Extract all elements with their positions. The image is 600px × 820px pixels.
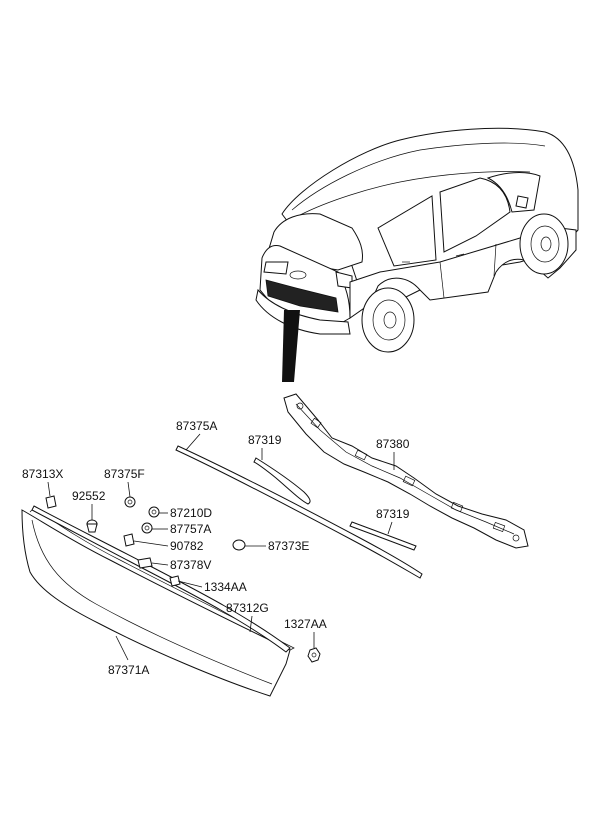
part-87380-bracket bbox=[283, 393, 529, 549]
label-87312g: 87312G bbox=[226, 601, 269, 615]
label-87375f: 87375F bbox=[104, 467, 145, 481]
fastener-92552 bbox=[86, 519, 98, 533]
part-87312g-strip bbox=[31, 505, 291, 653]
fastener-1334aa bbox=[169, 575, 181, 587]
fastener-87375f bbox=[124, 496, 136, 508]
fastener-90782 bbox=[123, 533, 135, 547]
label-90782: 90782 bbox=[170, 539, 204, 553]
label-87375a: 87375A bbox=[176, 419, 217, 433]
label-87373e: 87373E bbox=[268, 539, 309, 553]
vehicle-illustration bbox=[255, 127, 579, 353]
label-87319-upper: 87319 bbox=[248, 433, 282, 447]
part-labels: 87313X 87375F 92552 87210D 87757A 90782 … bbox=[22, 419, 410, 677]
part-87319-upper-strip bbox=[253, 457, 311, 505]
leader-lines bbox=[47, 433, 395, 661]
label-1327aa: 1327AA bbox=[284, 617, 327, 631]
label-87319-lower: 87319 bbox=[376, 507, 410, 521]
label-87371a: 87371A bbox=[108, 663, 149, 677]
fastener-87757a bbox=[141, 522, 153, 534]
label-92552: 92552 bbox=[72, 489, 106, 503]
fastener-87210d bbox=[148, 506, 160, 518]
label-1334aa: 1334AA bbox=[204, 580, 247, 594]
part-87319-lower-strip bbox=[349, 521, 417, 551]
location-pointer-icon bbox=[282, 310, 300, 382]
label-87313x: 87313X bbox=[22, 467, 63, 481]
fastener-1327aa bbox=[307, 647, 321, 663]
label-87757a: 87757A bbox=[170, 522, 211, 536]
fastener-87373e bbox=[232, 539, 246, 551]
label-87380: 87380 bbox=[376, 437, 410, 451]
label-87210d: 87210D bbox=[170, 506, 212, 520]
fastener-87378v bbox=[137, 557, 153, 569]
part-87375a-strip bbox=[175, 445, 423, 579]
fastener-87313x bbox=[45, 495, 57, 509]
label-87378v: 87378V bbox=[170, 558, 211, 572]
